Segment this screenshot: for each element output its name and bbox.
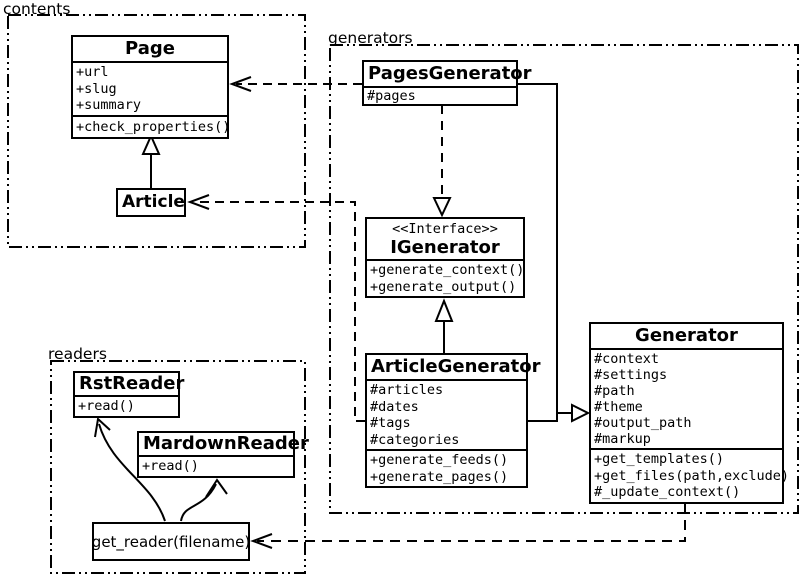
igenerator-stereotype: <<Interface>>	[392, 221, 498, 237]
package-border-readers	[50, 360, 306, 574]
articlegenerator-methods: +generate_feeds() +generate_pages()	[367, 449, 526, 486]
page-methods: +check_properties()	[73, 114, 231, 137]
method: +check_properties()	[76, 118, 231, 135]
class-box-igenerator: <<Interface>> IGenerator +generate_conte…	[365, 217, 525, 298]
method: +generate_feeds()	[370, 452, 509, 468]
dependency-pagesgenerator-to-page-arrow	[229, 76, 362, 92]
method: #_update_context()	[594, 484, 741, 500]
method: +read()	[142, 458, 199, 474]
attribute: #markup	[594, 431, 651, 447]
generator-attributes: #context #settings #path #theme #output_…	[591, 348, 782, 448]
pagesgenerator-attributes: #pages	[364, 86, 516, 104]
attribute: #theme	[594, 399, 643, 415]
attribute: #path	[594, 383, 635, 399]
class-title-article: Article	[122, 192, 185, 212]
dependency-articlegenerator-to-article-arrow	[187, 194, 365, 422]
class-title-igenerator: IGenerator	[390, 237, 500, 258]
class-box-rstreader: RstReader +read()	[73, 371, 185, 418]
attribute: #categories	[370, 431, 460, 448]
class-title-pagesgenerator: PagesGenerator	[368, 63, 532, 84]
class-box-page: Page +url +slug +summary +check_properti…	[71, 35, 231, 139]
method: +generate_pages()	[370, 468, 509, 485]
class-title-rstreader: RstReader	[79, 373, 185, 394]
rstreader-methods: +read()	[75, 395, 178, 416]
mardownreader-methods: +read()	[139, 455, 293, 476]
page-attributes: +url +slug +summary	[73, 61, 227, 115]
method: +get_files(path,exclude)	[594, 467, 790, 484]
generator-methods: +get_templates() +get_files(path,exclude…	[591, 448, 790, 502]
method: +get_templates()	[594, 451, 725, 467]
getreader-function-box: get_reader(filename)	[92, 522, 250, 561]
class-title-page: Page	[125, 38, 175, 59]
package-border-contents	[7, 14, 306, 248]
method: +read()	[78, 398, 135, 414]
attribute: +url	[76, 64, 109, 80]
attribute: #settings	[594, 367, 668, 383]
realization-articlegenerator-to-igenerator-arrow	[434, 298, 454, 353]
attribute: +slug	[76, 80, 117, 97]
arrow-getreader-to-mardownreader	[180, 478, 228, 522]
package-label-contents: contents	[3, 0, 71, 18]
igenerator-methods: +generate_context() +generate_output()	[367, 259, 525, 296]
class-box-articlegenerator: ArticleGenerator #articles #dates #tags …	[365, 353, 541, 488]
method: +generate_output()	[370, 278, 517, 295]
package-label-readers: readers	[48, 345, 107, 363]
attribute: #context	[594, 351, 660, 367]
getreader-label: get_reader(filename)	[91, 532, 251, 551]
inheritance-article-to-page-arrow	[141, 133, 161, 188]
realization-pagesgenerator-to-igenerator-arrow	[432, 105, 452, 218]
attribute: #output_path	[594, 415, 692, 431]
package-border-generators	[329, 44, 799, 514]
class-box-mardownreader: MardownReader +read()	[137, 431, 309, 478]
attribute: +summary	[76, 97, 142, 113]
package-label-generators: generators	[328, 29, 413, 47]
class-box-generator: Generator #context #settings #path #them…	[589, 322, 790, 504]
class-box-pagesgenerator: PagesGenerator #pages	[362, 60, 532, 106]
attribute: #pages	[367, 88, 416, 104]
class-title-articlegenerator: ArticleGenerator	[371, 356, 541, 377]
attribute: #articles	[370, 382, 444, 398]
class-title-mardownreader: MardownReader	[143, 433, 309, 454]
attribute: #dates	[370, 398, 419, 415]
method: +generate_context()	[370, 262, 525, 278]
igenerator-header: <<Interface>> IGenerator	[367, 219, 523, 259]
arrow-getreader-to-rstreader	[94, 417, 166, 522]
class-box-article: Article	[116, 188, 186, 217]
inheritance-generators-to-generator-arrow	[518, 83, 591, 423]
articlegenerator-attributes: #articles #dates #tags #categories	[367, 379, 526, 449]
attribute: #tags	[370, 415, 411, 431]
dependency-generator-to-getreader-arrow	[250, 503, 686, 549]
class-title-generator: Generator	[635, 325, 738, 346]
